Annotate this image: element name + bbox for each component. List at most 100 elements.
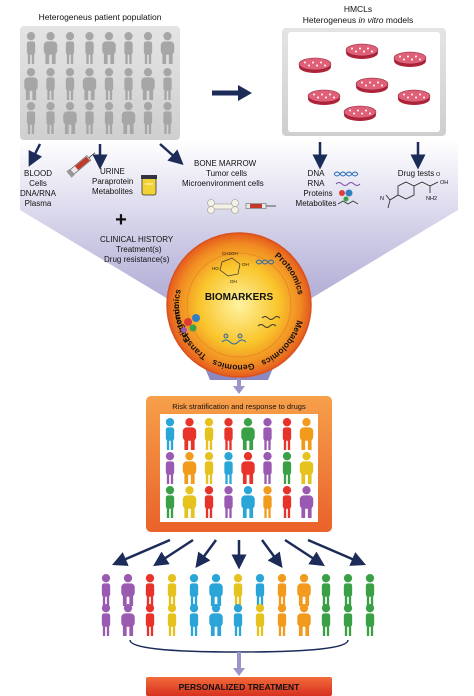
patient-figure [124, 68, 133, 100]
risk-figure [263, 452, 272, 484]
plus-sign: + [115, 209, 127, 231]
personalized-figure [343, 574, 353, 606]
risk-figure [299, 452, 314, 484]
risk-figure [241, 452, 255, 484]
personalized-figure [167, 604, 177, 636]
treatment-label: PERSONALIZED TREATMENT [179, 682, 301, 692]
risk-figure [282, 486, 292, 518]
risk-figure [204, 418, 214, 450]
risk-figure [182, 486, 197, 518]
hmcl-title: HMCLs [344, 4, 372, 14]
personalized-figure [121, 574, 135, 606]
patient-figure [143, 32, 153, 64]
patient-figure [46, 102, 55, 134]
urine-paraprotein: Paraprotein [92, 177, 133, 186]
patient-figure [65, 32, 75, 64]
petri-dish [393, 51, 427, 67]
arrow-to-treatment-head [233, 668, 245, 676]
risk-figure [224, 486, 233, 518]
molecule-rna: RNA [308, 179, 326, 188]
risk-figure [165, 418, 175, 450]
personalized-figure [233, 574, 243, 606]
patient-figure [63, 102, 77, 134]
orb-methyl-icon [221, 333, 247, 345]
risk-figure [165, 486, 175, 518]
sample-arrows [28, 142, 426, 170]
patient-figure [24, 68, 38, 100]
personalized-figure [343, 604, 353, 636]
dna-helix-icon [333, 171, 359, 177]
personalized-figure [297, 574, 311, 606]
personalized-figure [101, 604, 111, 636]
patient-figure [124, 32, 133, 64]
urine-labels: URINE Paraprotein Metabolites [92, 167, 133, 196]
drug-atom-oh: OH [440, 180, 448, 186]
urine-cup-icon [141, 175, 157, 196]
sugar-molecule-labels: CH2OH HO OH OH [212, 251, 249, 284]
molecule-metabolites: Metabolites [296, 199, 337, 208]
drug-atom-nh2: NH2 [426, 196, 437, 202]
risk-figure [282, 452, 292, 484]
petri-dish [345, 43, 379, 59]
arrow-to-risk-head [233, 386, 245, 394]
orb-inner-ring [186, 252, 292, 358]
personalized-figure [365, 574, 375, 606]
risk-figure [299, 486, 314, 518]
blood-title: BLOOD [24, 169, 52, 178]
risk-figure [165, 452, 175, 484]
personalized-figure [167, 574, 177, 606]
urine-title: URINE [100, 167, 125, 176]
patient-population-group [24, 32, 175, 134]
marrow-tumor-cells: Tumor cells [206, 169, 247, 178]
history-labels: CLINICAL HISTORY Treatment(s) Drug resis… [100, 235, 174, 264]
personalized-figure [189, 604, 199, 636]
chem-ch2oh: CH2OH [222, 251, 238, 256]
history-treatments: Treatment(s) [116, 245, 162, 254]
petri-dish [307, 89, 341, 105]
marrow-syringe-icon [245, 203, 276, 209]
biomarkers-orb [166, 232, 312, 378]
drug-tests-label: Drug tests [398, 169, 434, 178]
petri-dishes [298, 43, 431, 121]
fan-arrow [153, 538, 194, 567]
patient-figure [82, 68, 97, 100]
drug-atom-n: N [380, 196, 384, 202]
blood-cells: Cells [29, 179, 47, 188]
personalized-figure [321, 574, 331, 606]
protein-icon [339, 189, 353, 202]
chem-ho: HO [212, 266, 219, 271]
sugar-molecule-icon [219, 257, 241, 277]
blood-labels: BLOOD Cells DNA/RNA Plasma [20, 169, 57, 208]
drug-molecule-labels: N NH2 OH O [380, 172, 448, 202]
fan-arrow [195, 539, 218, 569]
fan-arrow [260, 539, 283, 569]
petri-dish [355, 77, 389, 93]
urine-metabolites: Metabolites [92, 187, 133, 196]
chem-oh-2: OH [230, 279, 237, 284]
fan-arrows [111, 538, 367, 570]
personalized-figure [321, 604, 331, 636]
petri-dish [298, 57, 332, 73]
bottom-bracket [129, 639, 349, 653]
history-resistance: Drug resistance(s) [104, 255, 170, 264]
personalized-figure [189, 574, 199, 606]
bone-icon [207, 199, 239, 214]
risk-figure [182, 418, 197, 450]
molecule-dna: DNA [308, 169, 326, 178]
metabolite-icon [337, 200, 359, 205]
chem-oh-1: OH [242, 262, 249, 267]
marrow-microenvironment: Microenvironment cells [182, 179, 264, 188]
personalized-figure [233, 604, 243, 636]
drug-molecule-icon [385, 181, 439, 209]
petri-dish [343, 105, 377, 121]
patient-figure [163, 102, 172, 134]
risk-figure [282, 418, 292, 450]
personalized-figure [365, 604, 375, 636]
risk-figure [263, 486, 272, 518]
risk-figure [263, 418, 272, 450]
patient-figure [65, 68, 75, 100]
patient-figure [85, 102, 94, 134]
patient-figure [85, 32, 94, 64]
petri-dish [397, 89, 431, 105]
risk-figure [241, 486, 255, 518]
